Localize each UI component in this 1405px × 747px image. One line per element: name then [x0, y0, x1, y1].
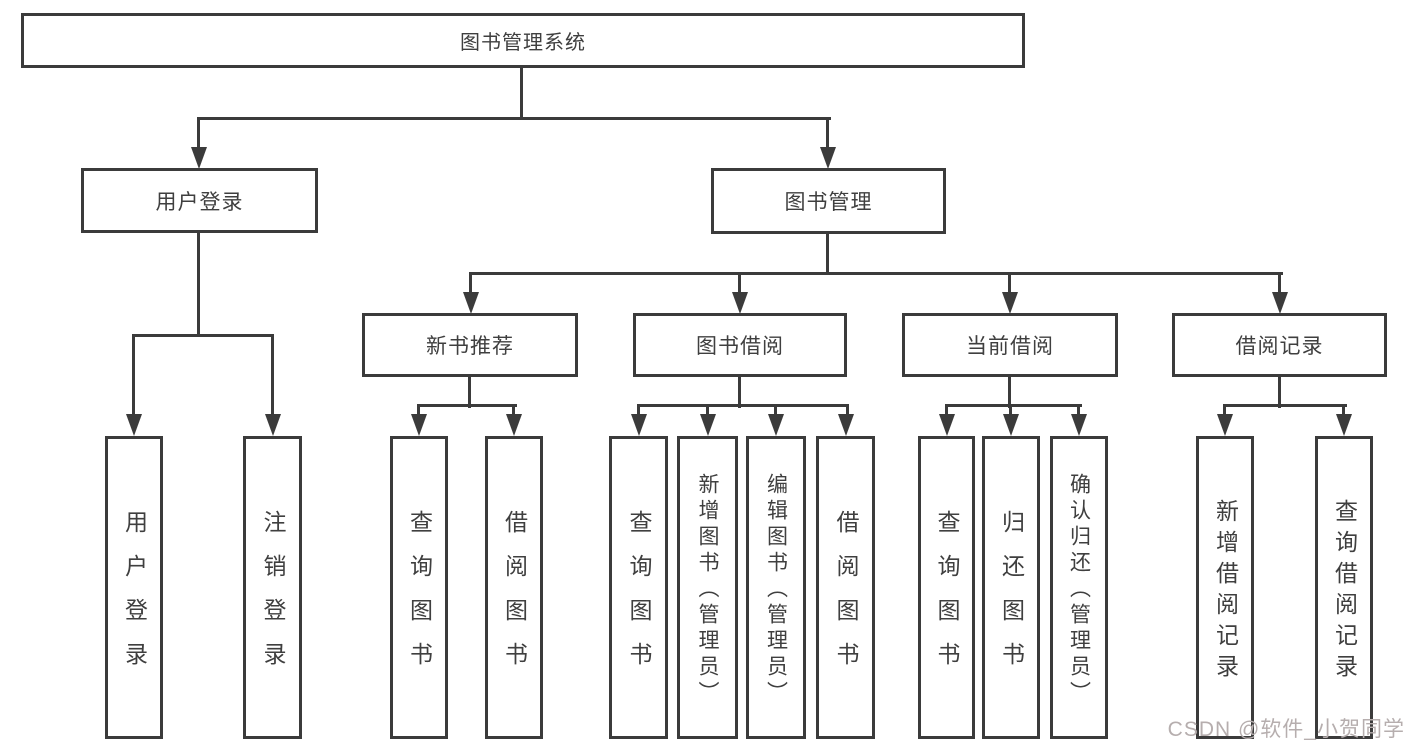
connector-bookborrow-stem [738, 377, 741, 408]
leaf-newbooks-query-label: 查询图书 [406, 510, 433, 686]
leaf-bookborrow-add-label: 新增图书（管理员） [696, 473, 719, 707]
leaf-currentborrow-confirm-label: 确认归还（管理员） [1067, 473, 1091, 707]
connector-newbooks-drop-2 [512, 404, 515, 418]
leaf-currentborrow-query: 查询图书 [918, 436, 975, 739]
arrowhead-nb-borrow [506, 414, 522, 436]
arrowhead-br-query [1336, 414, 1352, 436]
leaf-records-add: 新增借阅记录 [1196, 436, 1254, 739]
leaf-bookborrow-edit: 编辑图书（管理员） [746, 436, 806, 739]
node-new-books: 新书推荐 [362, 313, 578, 377]
connector-userlogin-drop-1 [132, 334, 135, 418]
leaf-logout: 注销登录 [243, 436, 302, 739]
node-borrow-records-label: 借阅记录 [1235, 335, 1324, 358]
connector-userlogin-rail [132, 334, 274, 337]
arrowhead-user-login [191, 147, 207, 169]
node-current-borrow: 当前借阅 [902, 313, 1118, 377]
leaf-newbooks-query: 查询图书 [390, 436, 448, 739]
connector-borrowrecords-drop-1 [1223, 404, 1226, 418]
arrowhead-leaf-logout [265, 414, 281, 436]
leaf-currentborrow-confirm: 确认归还（管理员） [1050, 436, 1108, 739]
leaf-bookborrow-borrow: 借阅图书 [816, 436, 875, 739]
connector-bookborrow-drop-3 [774, 404, 777, 418]
leaf-user-login-label: 用户登录 [121, 510, 148, 686]
connector-bookmgmt-stem [826, 234, 829, 275]
leaf-logout-label: 注销登录 [260, 510, 286, 686]
connector-root-stem [520, 68, 523, 120]
arrowhead-nb-query [411, 414, 427, 436]
leaf-records-query-label: 查询借阅记录 [1331, 498, 1358, 685]
connector-currentborrow-rail [945, 404, 1082, 407]
arrowhead-bb-query [631, 414, 647, 436]
node-book-borrow-label: 图书借阅 [696, 335, 784, 358]
connector-newbooks-stem [468, 377, 471, 408]
connector-root-rail [197, 117, 831, 120]
leaf-bookborrow-borrow-label: 借阅图书 [833, 510, 859, 686]
node-book-mgmt: 图书管理 [711, 168, 946, 234]
arrowhead-bb-edit [768, 414, 784, 436]
leaf-currentborrow-return: 归还图书 [982, 436, 1040, 739]
connector-userlogin-stem [197, 233, 200, 337]
connector-bookmgmt-drop-2 [738, 272, 741, 296]
leaf-currentborrow-return-label: 归还图书 [998, 510, 1025, 686]
connector-bookmgmt-drop-3 [1008, 272, 1011, 296]
arrowhead-br-add [1217, 414, 1233, 436]
connector-bookmgmt-drop-1 [469, 272, 472, 296]
node-user-login-label: 用户登录 [155, 190, 244, 214]
csdn-watermark: CSDN @软件_小贺同学 [1167, 718, 1405, 741]
leaf-bookborrow-query-label: 查询图书 [626, 510, 652, 686]
connector-root-drop-left [197, 117, 200, 150]
arrowhead-cb-query [939, 414, 955, 436]
connector-newbooks-rail [417, 404, 517, 407]
node-current-borrow-label: 当前借阅 [966, 335, 1054, 358]
arrowhead-bb-add [700, 414, 716, 436]
connector-bookmgmt-rail [469, 272, 1283, 275]
node-borrow-records: 借阅记录 [1172, 313, 1387, 377]
arrowhead-cb-confirm [1071, 414, 1087, 436]
arrowhead-current-borrow [1002, 292, 1018, 314]
leaf-records-query: 查询借阅记录 [1315, 436, 1373, 739]
connector-newbooks-drop-1 [417, 404, 420, 418]
leaf-newbooks-borrow: 借阅图书 [485, 436, 543, 739]
connector-borrowrecords-drop-2 [1342, 404, 1345, 418]
leaf-records-add-label: 新增借阅记录 [1212, 498, 1239, 685]
connector-bookborrow-drop-4 [846, 404, 849, 418]
arrowhead-borrow-records [1272, 292, 1288, 314]
leaf-bookborrow-add: 新增图书（管理员） [677, 436, 738, 739]
connector-bookborrow-drop-1 [637, 404, 640, 418]
connector-borrowrecords-stem [1278, 377, 1281, 408]
leaf-user-login: 用户登录 [105, 436, 163, 739]
leaf-bookborrow-edit-label: 编辑图书（管理员） [764, 473, 788, 707]
arrowhead-cb-return [1003, 414, 1019, 436]
connector-currentborrow-drop-2 [1009, 404, 1012, 418]
arrowhead-leaf-login [126, 414, 142, 436]
connector-currentborrow-drop-3 [1077, 404, 1080, 418]
connector-userlogin-drop-2 [271, 334, 274, 418]
arrowhead-book-mgmt [820, 147, 836, 169]
leaf-bookborrow-query: 查询图书 [609, 436, 668, 739]
connector-bookborrow-drop-2 [706, 404, 709, 418]
arrowhead-bb-borrow [838, 414, 854, 436]
connector-bookmgmt-drop-4 [1278, 272, 1281, 296]
connector-borrowrecords-rail [1223, 404, 1347, 407]
node-book-borrow: 图书借阅 [633, 313, 847, 377]
connector-currentborrow-stem [1008, 377, 1011, 408]
node-user-login: 用户登录 [81, 168, 318, 233]
connector-currentborrow-drop-1 [945, 404, 948, 418]
leaf-newbooks-borrow-label: 借阅图书 [501, 510, 528, 686]
arrowhead-new-books [463, 292, 479, 314]
leaf-currentborrow-query-label: 查询图书 [934, 510, 960, 686]
node-new-books-label: 新书推荐 [426, 335, 514, 358]
arrowhead-book-borrow [732, 292, 748, 314]
node-book-mgmt-label: 图书管理 [784, 191, 873, 214]
node-library-system-label: 图书管理系统 [460, 32, 586, 54]
connector-root-drop-right [826, 117, 829, 150]
node-library-system: 图书管理系统 [21, 13, 1025, 68]
connector-bookborrow-rail [637, 404, 849, 407]
